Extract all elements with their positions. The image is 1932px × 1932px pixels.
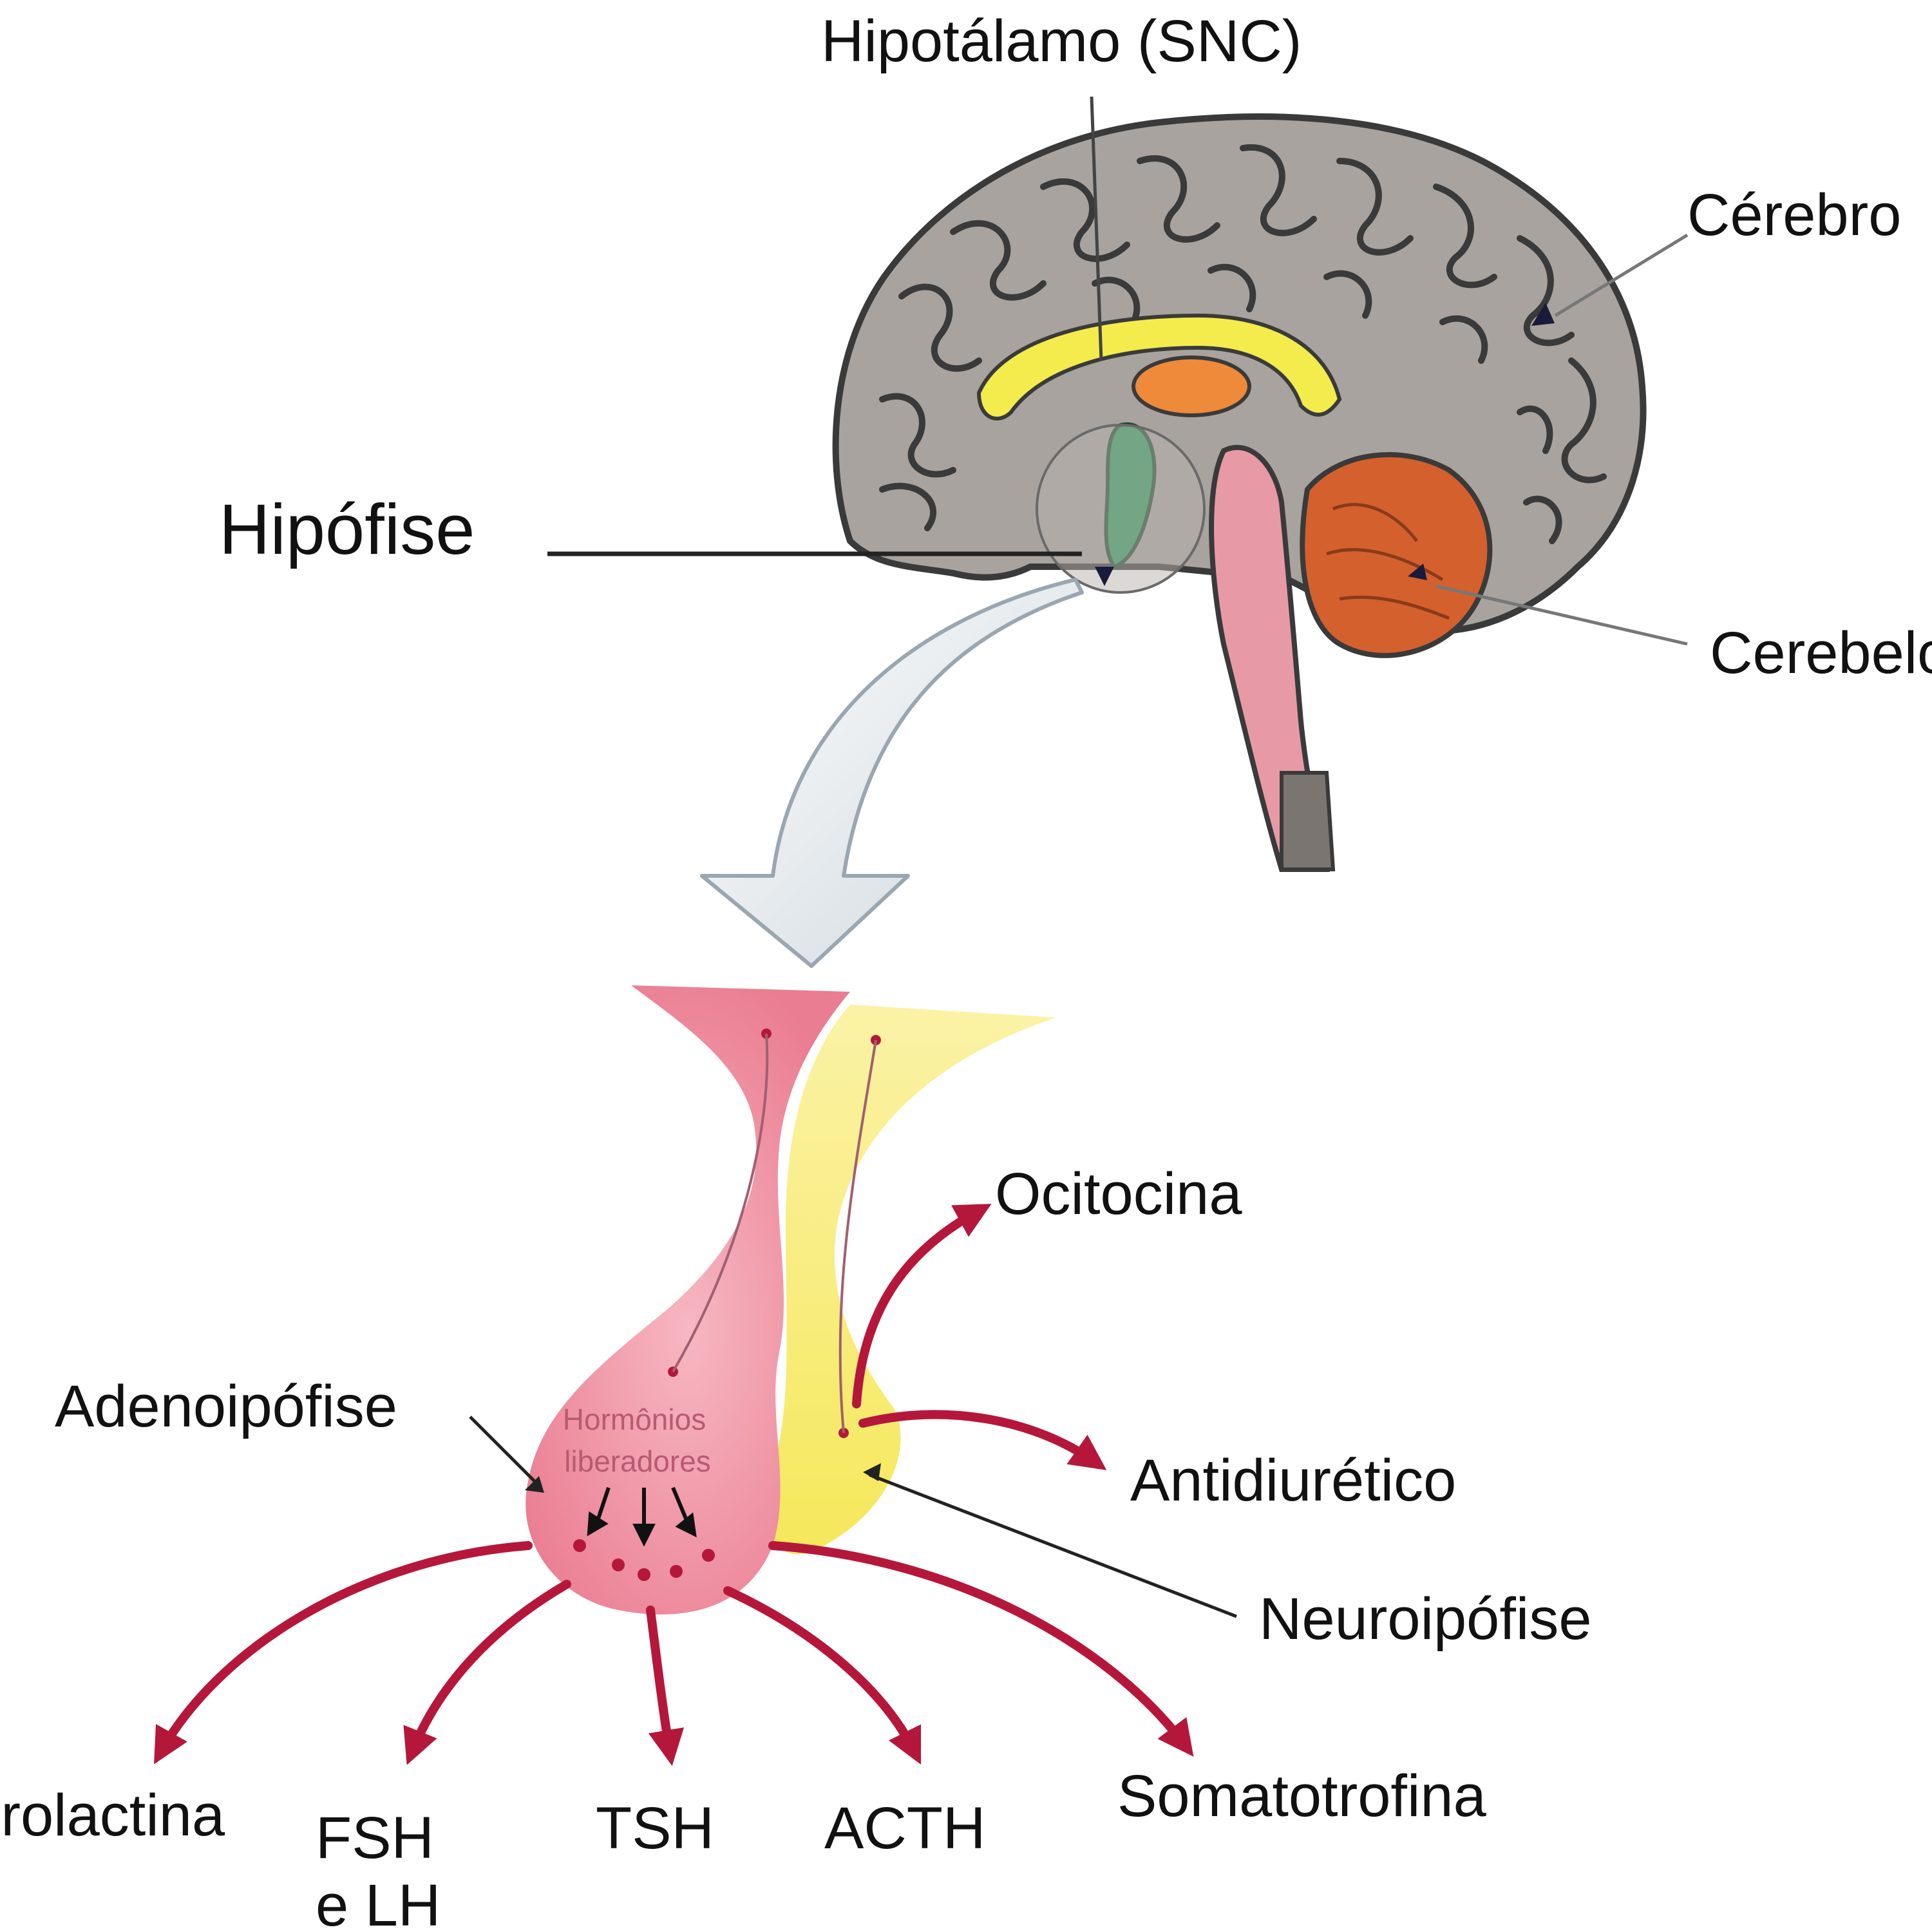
pituitary-label: Hipófise [219,490,475,569]
antidiuretic-label: Antidiurético [1130,1448,1456,1513]
cerebellum-label: Cerebelo [1710,620,1932,686]
arrow-acth [723,1586,922,1765]
adeno-pointer-icon [525,1476,544,1493]
neuro-pointer-icon [863,1463,881,1481]
adenohypophysis-shape [526,985,850,1615]
hormone-arrows [154,1204,1194,1766]
neurohypophysis-shape [764,1005,1056,1555]
arrow-antidiuretic [858,1410,1107,1470]
pituitary-highlight [1036,424,1206,594]
fsh-lh-label-line1: FSH [316,1805,434,1871]
arrow-somatotropin [768,1541,1194,1757]
neurohypophysis-label: Neuroipófise [1259,1586,1592,1652]
thalamus [1132,355,1251,417]
fsh-lh-label-line2: e LH [316,1873,440,1932]
zoom-arrow-icon [700,578,1084,968]
oxytocin-label: Ocitocina [995,1161,1242,1227]
releasing-hormones-label-line2: liberadores [564,1444,711,1478]
tsh-label: TSH [596,1795,714,1861]
pituitary-detail: Hormônios liberadores [526,985,1056,1615]
acth-label: ACTH [824,1795,985,1861]
arrow-fsh-lh [403,1580,571,1765]
brain [832,113,1647,872]
arrow-oxytocin [852,1204,992,1408]
cerebrum-label: Cérebro [1687,182,1901,248]
spinal-cord [1280,771,1336,871]
cerebrum-marker-icon [1531,303,1555,326]
cerebellum-shape [1300,452,1493,658]
prolactin-label: Prolactina [0,1783,225,1848]
arrow-tsh [646,1605,685,1766]
releasing-hormones-label-line1: Hormônios [563,1403,706,1436]
adenohypophysis-label: Adenoipófise [55,1374,397,1439]
pituitary-marker-icon [1095,567,1114,586]
cerebellum-folia [1326,503,1450,620]
pituitary-leader-lines [469,1416,1237,1618]
gyri [879,144,1607,544]
arrow-prolactin [154,1541,533,1765]
somatotropin-label: Somatotrofina [1117,1763,1487,1829]
hypothalamus-label: Hipotálamo (SNC) [821,8,1302,74]
neuron-fibers [672,1033,877,1434]
cerebellum-marker-icon [1408,564,1427,580]
brain-leader-lines [547,96,1689,646]
corpus-callosum [976,313,1342,421]
releasing-arrows [587,1486,697,1547]
